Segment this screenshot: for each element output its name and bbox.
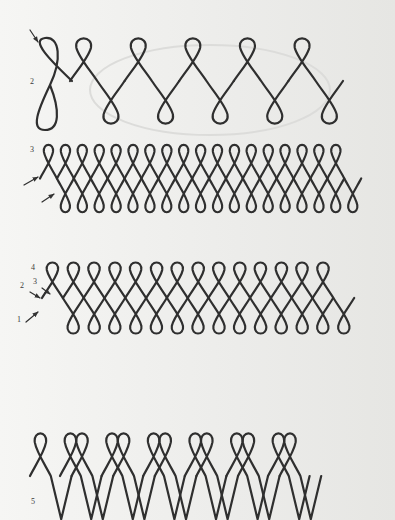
stitch-strand [125,38,180,123]
stitch-strand [60,433,310,519]
row-number: 2 [30,78,34,86]
show-through-mark [90,45,330,135]
stitch-strand [234,38,289,123]
direction-arrow [42,288,50,294]
direction-arrow [24,177,38,185]
stitch-strand [57,145,361,212]
direction-arrow [42,194,54,202]
row-number: 4 [31,264,35,272]
stitch-strand [179,38,234,123]
stitch-strand [30,433,321,519]
stitch-rows [24,30,361,519]
figure-eight-loop [37,38,72,130]
row-number: 5 [31,498,35,506]
strand-number: 1 [17,316,21,324]
stitch-strand [63,263,354,334]
stitch-strand [42,263,333,334]
direction-arrow [30,30,38,42]
stitch-strand [70,38,125,123]
row-number: 3 [30,146,34,154]
stitch-strand [40,145,344,212]
direction-arrow [26,312,38,322]
stitch-strand [288,38,343,123]
direction-arrow [30,292,40,298]
strand-number: 3 [33,278,37,286]
strand-number: 2 [20,282,24,290]
